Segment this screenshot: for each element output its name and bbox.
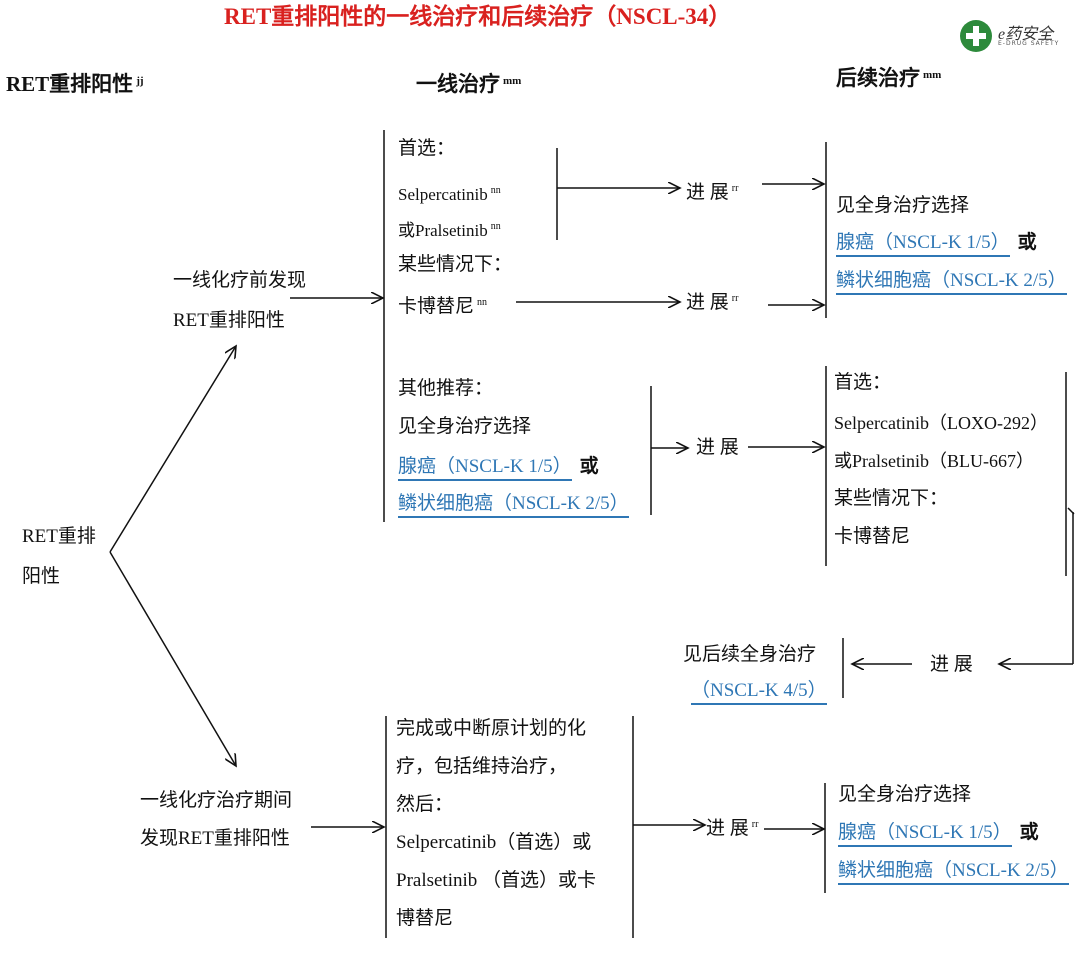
page-title: RET重排阳性的一线治疗和后续治疗（NSCL-34）: [224, 4, 732, 29]
branch-bottom-line1: 一线化疗治疗期间: [140, 790, 293, 811]
result-a-text: 见全身治疗选择: [836, 195, 970, 216]
box-a-preferred: 首选：: [398, 138, 456, 159]
branch-top-line1: 一线化疗前发现: [173, 270, 307, 291]
branch-top-line2: RET重排阳性: [173, 310, 285, 331]
box-d-line2: 疗，包括维持治疗，: [396, 756, 568, 777]
result-b-drug2: 或Pralsetinib（BLU-667）: [834, 451, 1034, 471]
box-d-line4: Selpercatinib（首选）或: [396, 832, 592, 853]
result-b-drug3: 卡博替尼: [834, 526, 911, 547]
result-d-link-squamous[interactable]: 鳞状细胞癌（NSCL-K 2/5）: [838, 860, 1069, 885]
progress-c: 进 展: [930, 654, 973, 675]
result-c-text: 见后续全身治疗: [683, 644, 817, 665]
result-b-preferred: 首选：: [834, 372, 892, 393]
logo-subtitle: E-DRUG SAFETY: [998, 40, 1060, 47]
box-d-line5: Pralsetinib （首选）或卡: [396, 870, 597, 891]
result-b-certain: 某些情况下：: [834, 488, 949, 509]
medical-cross-icon: [960, 20, 992, 52]
e-drug-safety-logo: e药安全 E-DRUG SAFETY: [960, 20, 1078, 56]
result-a-link-squamous[interactable]: 鳞状细胞癌（NSCL-K 2/5）: [836, 270, 1067, 295]
box-d-line3: 然后：: [396, 794, 454, 815]
progress-b: 进 展: [696, 437, 739, 458]
branch-bottom-line2: 发现RET重排阳性: [140, 828, 290, 849]
box-d-line6: 博替尼: [396, 908, 454, 929]
result-c-link[interactable]: （NSCL-K 4/5）: [691, 680, 827, 705]
box-b-link-squamous[interactable]: 鳞状细胞癌（NSCL-K 2/5）: [398, 493, 629, 518]
box-b-text: 见全身治疗选择: [398, 416, 532, 437]
result-d-link-adenocarcinoma[interactable]: 腺癌（NSCL-K 1/5）或: [838, 822, 1039, 847]
box-b-other: 其他推荐：: [398, 378, 494, 399]
result-b-drug1: Selpercatinib（LOXO-292）: [834, 413, 1048, 433]
box-b-link-adenocarcinoma[interactable]: 腺癌（NSCL-K 1/5）或: [398, 456, 599, 481]
box-a-certain: 某些情况下：: [398, 254, 513, 275]
logo-name: e药安全: [998, 26, 1054, 43]
root-ret-line1: RET重排: [22, 526, 96, 547]
root-ret-line2: 阳性: [22, 566, 61, 587]
box-d-line1: 完成或中断原计划的化: [396, 718, 587, 739]
result-d-text: 见全身治疗选择: [838, 784, 972, 805]
result-a-link-adenocarcinoma[interactable]: 腺癌（NSCL-K 1/5）或: [836, 232, 1037, 257]
